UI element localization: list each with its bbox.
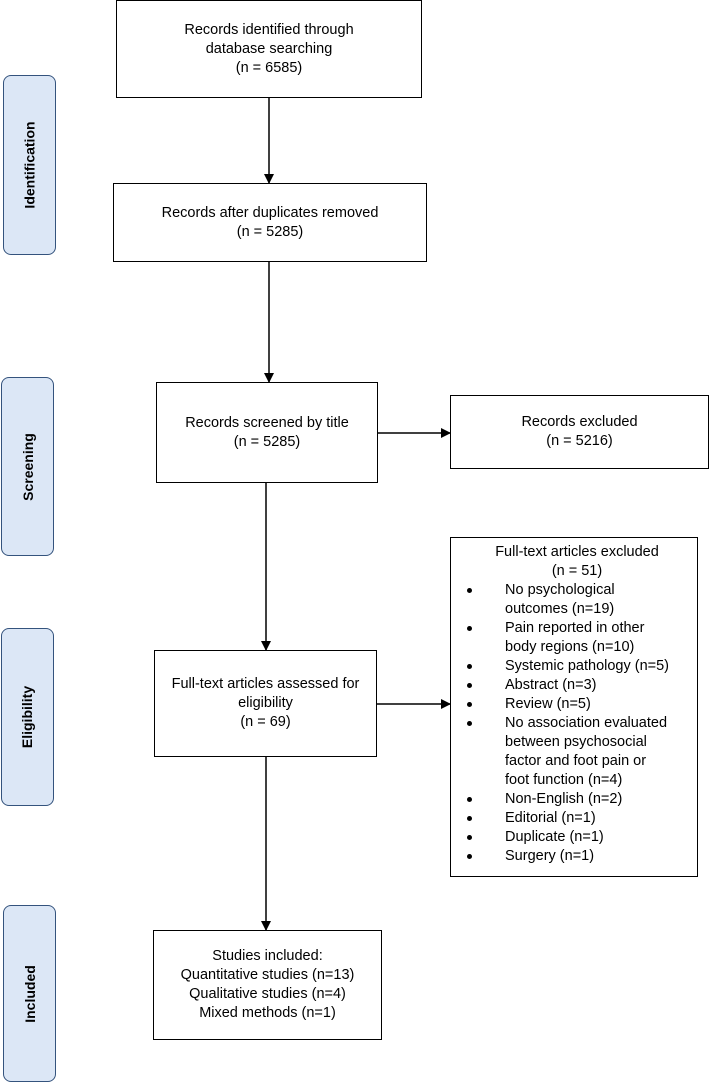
fulltext-excluded-count: (n = 51): [551, 563, 603, 579]
identified-count: (n = 6585): [235, 59, 303, 76]
stage-identification: Identification: [3, 75, 56, 255]
excluded-box: Records excluded (n = 5216): [450, 395, 709, 469]
exclusion-reason: Editorial (n=1): [465, 809, 689, 828]
stage-eligibility: Eligibility: [1, 628, 54, 806]
included-line1: Studies included:: [212, 948, 323, 964]
assessed-box: Full-text articles assessed for eligibil…: [154, 650, 377, 757]
fulltext-excluded-box: Full-text articles excluded (n = 51) No …: [450, 537, 698, 877]
assessed-line2: eligibility: [238, 695, 293, 711]
stage-included: Included: [3, 905, 56, 1082]
identified-line1: Records identified through: [184, 21, 354, 38]
exclusion-reason: Non-English (n=2): [465, 790, 689, 809]
screened-count: (n = 5285): [233, 433, 301, 450]
exclusion-reason: No psychological outcomes (n=19): [465, 581, 689, 619]
assessed-count: (n = 69): [240, 714, 291, 730]
exclusion-reason: Surgery (n=1): [465, 847, 689, 866]
exclusion-reason: No association evaluated between psychos…: [465, 714, 689, 790]
after-duplicates-box: Records after duplicates removed (n = 52…: [113, 183, 427, 262]
included-box: Studies included: Quantitative studies (…: [153, 930, 382, 1040]
excluded-line1: Records excluded: [521, 414, 638, 430]
included-mixed: Mixed methods (n=1): [199, 1005, 336, 1021]
identified-box: Records identified through database sear…: [116, 0, 422, 98]
screened-box: Records screened by title (n = 5285): [156, 382, 378, 483]
assessed-line1: Full-text articles assessed for: [171, 676, 360, 692]
stage-screening: Screening: [1, 377, 54, 556]
exclusion-reason: Duplicate (n=1): [465, 828, 689, 847]
exclusion-reason: Abstract (n=3): [465, 676, 689, 695]
included-quantitative: Quantitative studies (n=13): [180, 967, 355, 983]
excluded-count: (n = 5216): [546, 433, 613, 449]
exclusion-reason: Pain reported in other body regions (n=1…: [465, 619, 689, 657]
after-duplicates-line1: Records after duplicates removed: [161, 204, 379, 221]
fulltext-excluded-title: Full-text articles excluded: [495, 544, 659, 560]
after-duplicates-count: (n = 5285): [236, 223, 304, 240]
exclusion-reason: Review (n=5): [465, 695, 689, 714]
included-qualitative: Qualitative studies (n=4): [189, 986, 346, 1002]
exclusion-reasons-list: No psychological outcomes (n=19) Pain re…: [465, 581, 689, 866]
exclusion-reason: Systemic pathology (n=5): [465, 657, 689, 676]
screened-line1: Records screened by title: [185, 414, 349, 431]
identified-line2: database searching: [205, 40, 333, 57]
